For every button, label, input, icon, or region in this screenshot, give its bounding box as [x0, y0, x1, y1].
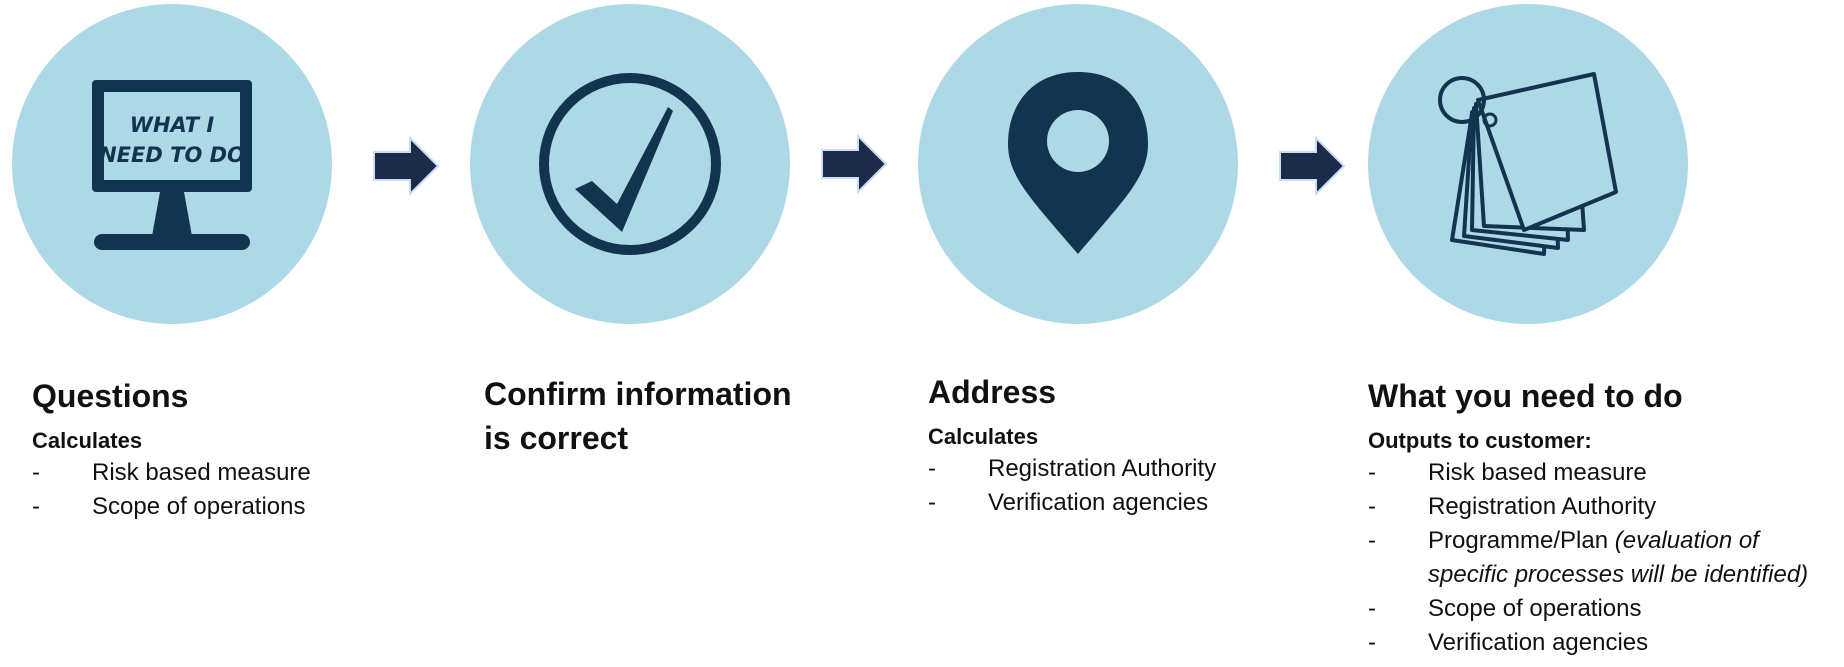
- step-1-circle: WHAT I NEED TO DO: [12, 4, 332, 324]
- step-items: Registration Authority Verification agen…: [928, 452, 1216, 520]
- monitor-icon: WHAT I NEED TO DO: [92, 80, 252, 250]
- step-items: Risk based measure Scope of operations: [32, 456, 311, 524]
- list-item-text: Programme/Plan: [1428, 527, 1609, 554]
- list-item: Registration Authority: [928, 452, 1216, 486]
- step-address: Address Calculates Registration Authorit…: [928, 370, 1216, 520]
- step-3-circle: [918, 4, 1238, 324]
- arrow-icon: [821, 134, 888, 194]
- monitor-text-line-1: WHAT I: [130, 113, 215, 137]
- list-item-note-cont: specific processes will be identified): [1428, 561, 1809, 588]
- step-title: What you need to do: [1368, 378, 1683, 414]
- step-title: Address: [928, 374, 1057, 410]
- step-items: Risk based measure Registration Authorit…: [1368, 456, 1808, 660]
- arrow-icon: [1279, 136, 1346, 196]
- tags-icon: [1438, 72, 1618, 256]
- list-item: Verification agencies: [1368, 626, 1808, 660]
- step-title-line-1: Confirm information: [484, 376, 792, 412]
- list-item: Scope of operations: [1368, 592, 1808, 626]
- list-item: Programme/Plan (evaluation of specific pr…: [1368, 524, 1808, 592]
- step-subtitle: Outputs to customer:: [1368, 428, 1592, 453]
- checkmark-icon: [539, 73, 721, 255]
- list-item: Risk based measure: [32, 456, 311, 490]
- location-pin-icon: [1008, 72, 1148, 254]
- step-title: Questions: [32, 378, 189, 414]
- step-subtitle: Calculates: [32, 428, 143, 453]
- list-item: Registration Authority: [1368, 490, 1808, 524]
- step-2-circle: [470, 4, 790, 324]
- step-confirm: Confirm information is correct: [484, 372, 792, 460]
- arrow-icon: [373, 136, 440, 196]
- step-questions: Questions Calculates Risk based measure …: [32, 374, 311, 524]
- monitor-text-line-2: NEED TO DO: [99, 143, 245, 167]
- list-item-note: (evaluation of: [1614, 527, 1759, 554]
- step-title-line-2: is correct: [484, 420, 629, 456]
- list-item: Scope of operations: [32, 490, 311, 524]
- step-4-circle: [1368, 4, 1688, 324]
- list-item: Verification agencies: [928, 486, 1216, 520]
- step-what-you-need-to-do: What you need to do Outputs to customer:…: [1368, 374, 1808, 660]
- list-item: Risk based measure: [1368, 456, 1808, 490]
- step-subtitle: Calculates: [928, 424, 1039, 449]
